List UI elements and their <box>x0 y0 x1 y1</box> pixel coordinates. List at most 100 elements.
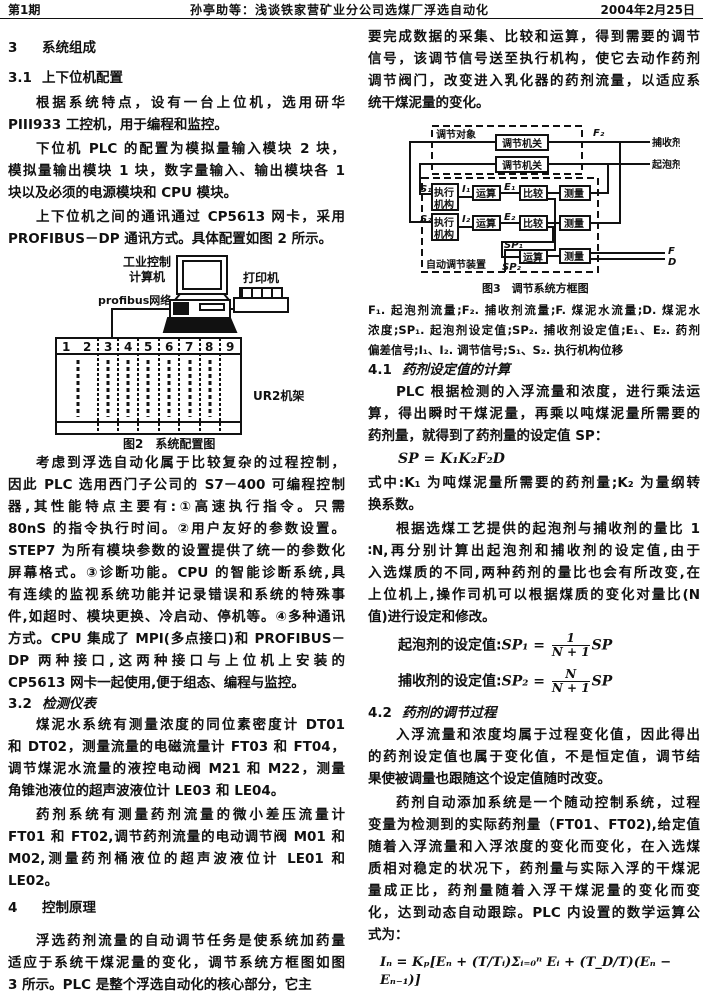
actuator-label: 执行 <box>434 216 454 229</box>
text-line: DP 两种接口,这两种接口与上位机上安装的 <box>8 653 345 669</box>
text-line: 浮选药剂流量的自动调节任务是使系统加药量 <box>36 933 345 949</box>
slot-label: 1 <box>62 340 70 354</box>
signal-f2: F₂ <box>593 128 605 139</box>
text-line: LE02。 <box>8 873 59 889</box>
slot-label: 3 <box>104 340 112 354</box>
signal-i1: I₁ <box>462 184 470 195</box>
text-line: 式中:K₁ 为吨煤泥量所需要的药剂量;K₂ 为量纲转 <box>368 475 700 491</box>
paragraph-communication: 上下位机之间的通讯通过 CP5613 网卡，采用 PROFIBUS－DP 通讯方式… <box>8 206 345 250</box>
compute-label: 运算 <box>476 187 496 200</box>
text-line: STEP7 为所有模块参数的设置提供了统一的参数化 <box>8 543 345 559</box>
printer-label: 打印机 <box>243 270 279 285</box>
control-device-label: 自动调节装置 <box>426 258 486 271</box>
text-line: 的药剂设定值也属于变化值，不是恒定值，调节结 <box>368 749 700 765</box>
actuator-label: 执行 <box>434 186 454 199</box>
publication-date: 2004年2月25日 <box>600 3 695 17</box>
text-line: 模拟量输出模块 1 块，数字量输入、输出模块各 1 <box>8 163 345 179</box>
text-line: M02,测量药剂桶液位的超声波液位计 LE01 和 <box>8 851 345 867</box>
text-line: 80nS 的指令执行时间。②用户友好的参数设置。 <box>8 521 345 537</box>
text-line: 浓度;SP₁. 起泡剂设定值;SP₂. 捕收剂设定值;E₁、E₂. 药剂 <box>368 323 700 337</box>
paragraph-ratio: 根据选煤工艺提供的起泡剂与捕收剂的量比 1∶N,再分别计算出起泡剂和捕收剂的设定… <box>368 518 700 628</box>
text-line: 角锥池液位的超声波液位计 LE03 和 LE04。 <box>8 783 285 799</box>
text-line: PROFIBUS－DP 通讯方式。具体配置如图 2 所示。 <box>8 231 333 247</box>
text-line: 因此 PLC 选用西门子公司的 S7－400 可编程控制 <box>8 477 345 493</box>
text-line: 上下位机之间的通讯通过 CP5613 网卡，采用 <box>36 209 345 225</box>
text-line: 随着入浮流量和入浮浓度的变化而变化，在入选煤 <box>368 839 700 855</box>
signal-f: F <box>668 246 675 257</box>
slot-label: 2 <box>83 340 91 354</box>
text-line: 统干煤泥量的变化。 <box>368 95 490 111</box>
signal-sp1: SP₁ <box>504 240 523 251</box>
figure-2-system-config: 工业控制 计算机 profibus网络 打印机 1 2 3 4 5 6 7 8 … <box>55 254 304 451</box>
paragraph-plc-features: 考虑到浮选自动化属于比较复杂的过程控制， 因此 PLC 选用西门子公司的 S7－4… <box>8 452 345 694</box>
computer-label: 工业控制 <box>123 254 171 269</box>
actuator-label: 机构 <box>434 198 454 211</box>
equation-sp: SP = K₁K₂F₂D <box>398 451 505 467</box>
signal-e1: E₁ <box>504 182 515 193</box>
figure-2-caption: 图2 系统配置图 <box>123 436 215 451</box>
rack-label: UR2机架 <box>253 388 304 403</box>
paragraph-setpoint-calc: PLC 根据检测的入浮流量和浓度，进行乘法运算，得出瞬时干煤泥量，再乘以吨煤泥量… <box>368 381 700 447</box>
page-header: 第1期 孙亭助等：浅谈铁家营矿业分公司选煤厂浮选自动化 2004年2月25日 <box>0 0 703 19</box>
text-line: 果使被调量也跟随这个设定值随时改变。 <box>368 771 611 787</box>
text-line: 上位机上,操作司机可以根据煤质的变化对量比(N <box>368 587 700 603</box>
compare-label: 比较 <box>523 187 543 200</box>
text-line: 煤泥水系统有测量浓度的同位素密度计 DT01 <box>36 717 345 733</box>
text-line: ∶N,再分别计算出起泡剂和捕收剂的设定值,由于 <box>368 543 700 559</box>
text-line: 3 所示。PLC 是整个浮选自动化的核心部分，它主 <box>8 977 312 993</box>
text-line: 入选煤质的不同,两种药剂的量比也会有所改变,在 <box>368 565 700 581</box>
slot-label: 6 <box>165 340 173 354</box>
valve-label: 调节机关 <box>502 137 542 150</box>
text-line: 下位机 PLC 的配置为模拟量输入模块 2 块， <box>36 141 345 157</box>
text-line: 量成正比，药剂量随着入浮干煤泥量的变化而变 <box>368 883 700 899</box>
figure-3-caption: 图3 调节系统方框图 <box>482 281 589 295</box>
measure-label: 测量 <box>564 250 584 263</box>
signal-s2: S₂ <box>420 214 432 225</box>
text-line: 适应于系统干煤泥量的变化，调节系统方框图如图 <box>8 955 345 971</box>
text-line: 块以及必须的电源模块和 CPU 模块。 <box>8 185 238 201</box>
measure-label: 测量 <box>564 187 584 200</box>
profibus-cable <box>111 308 170 338</box>
text-line: 信号，该调节信号送至执行机构，使它去动作药剂 <box>368 51 700 67</box>
text-line: 药剂量，就得到了药剂量的设定值 SP： <box>368 428 609 444</box>
text-line: 件,如超时、模块更换、冷启动、停机等。④多种通讯 <box>8 609 345 625</box>
text-line: 式为： <box>368 927 409 943</box>
text-line: 入浮流量和浓度均属于过程变化值，因此得出 <box>396 727 700 743</box>
text-line: PIII933 工控机，用于编程和监控。 <box>8 117 228 133</box>
text-line: 考虑到浮选自动化属于比较复杂的过程控制， <box>36 455 345 471</box>
text-line: 和 DT02，测量流量的电磁流量计 FT03 和 FT04， <box>8 739 345 755</box>
text-line: F₁. 起泡剂流量;F₂. 捕收剂流量;F. 煤泥水流量;D. 煤泥水 <box>368 303 700 317</box>
text-line: 药剂自动添加系统是一个随动控制系统，过程 <box>396 795 700 811</box>
collector-label: 捕收剂 <box>652 136 680 149</box>
paragraph-control-principle: 浮选药剂流量的自动调节任务是使系统加药量适应于系统干煤泥量的变化，调节系统方框图… <box>8 930 345 996</box>
paragraph-coefficients: 式中:K₁ 为吨煤泥量所需要的药剂量;K₂ 为量纲转换系数。 <box>368 472 700 516</box>
figure-3-block-diagram: 调节对象 调节机关 调节机关 F₂ 捕收剂 起泡剂 执行 机构 执行 机构 运算… <box>409 125 680 295</box>
text-line: 变量为检测到的实际药剂量（FT01、FT02),给定值 <box>368 817 700 833</box>
slot-label: 9 <box>226 340 234 354</box>
text-line: 器,其性能特点主要有:①高速执行指令。只需 <box>8 499 345 515</box>
slot-label: 5 <box>144 340 152 354</box>
signal-s1: S₁ <box>420 184 432 195</box>
paragraph-slurry-instruments: 煤泥水系统有测量浓度的同位素密度计 DT01 和 DT02，测量流量的电磁流量计 … <box>8 714 345 802</box>
text-line: 有连续的监视系统功能并记录错误和系统的特殊事 <box>8 587 345 603</box>
text-line: 换系数。 <box>368 497 422 513</box>
compute-label: 运算 <box>523 251 543 264</box>
text-line: 值)进行设定和修改。 <box>368 609 496 625</box>
running-title: 孙亭助等：浅谈铁家营矿业分公司选煤厂浮选自动化 <box>190 3 490 17</box>
signal-d: D <box>668 257 676 268</box>
text-line: FT01 和 FT02,调节药剂流量的电动调节阀 M01 和 <box>8 829 345 845</box>
control-device-box <box>421 177 599 273</box>
paragraph-variable-setpoint: 入浮流量和浓度均属于过程变化值，因此得出的药剂设定值也属于变化值，不是恒定值，调… <box>368 724 700 790</box>
slot-label: 8 <box>205 340 213 354</box>
frother-label: 起泡剂 <box>651 158 680 171</box>
text-line: CP5613 网卡一起使用,便于组态、编程与监控。 <box>8 675 305 691</box>
text-line: 调节阀门，改变进入乳化器的药剂流量，以适应系 <box>368 73 700 89</box>
signal-sp2: SP₂ <box>502 262 522 273</box>
